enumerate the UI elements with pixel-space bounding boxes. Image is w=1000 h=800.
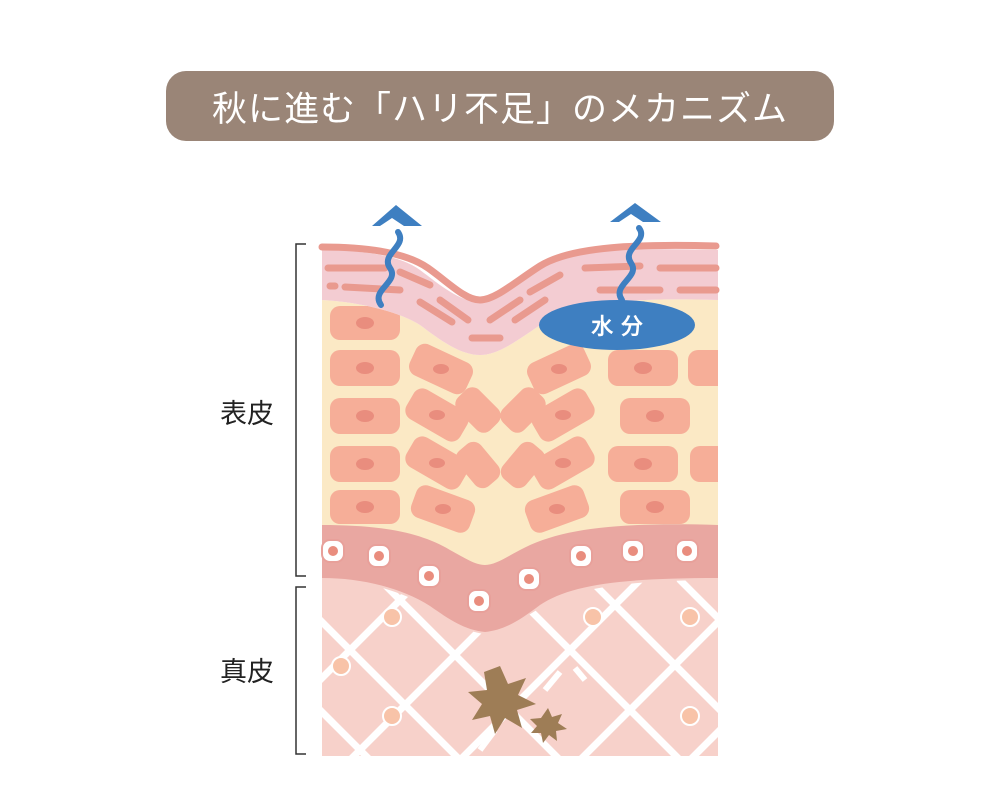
epidermis-layer bbox=[322, 299, 718, 565]
moisture-label: 水 分 bbox=[591, 315, 643, 340]
dermis-layer bbox=[322, 560, 718, 756]
broken-collagen-fibers bbox=[477, 666, 588, 752]
title-banner: 秋に進む「ハリ不足」のメカニズム bbox=[166, 71, 834, 141]
dermis-bracket bbox=[295, 586, 306, 755]
moisture-evaporation-arrow-2 bbox=[610, 203, 661, 303]
collagen-fibers bbox=[322, 578, 718, 756]
fibroblast-cells bbox=[331, 607, 700, 726]
collagen-damage-icon bbox=[468, 666, 536, 734]
page-title: 秋に進む「ハリ不足」のメカニズム bbox=[211, 89, 788, 130]
epidermis-bracket bbox=[295, 243, 306, 577]
dermis-label: 真皮 bbox=[220, 657, 274, 688]
stratum-corneum bbox=[318, 241, 720, 355]
epidermal-cell-nuclei bbox=[356, 317, 664, 514]
collagen-damage-icon-small bbox=[530, 708, 567, 743]
basal-cell-nuclei bbox=[328, 546, 692, 606]
moisture-ellipse bbox=[539, 300, 695, 350]
moisture-evaporation-arrow bbox=[372, 205, 422, 308]
corneum-cells bbox=[324, 262, 720, 342]
epidermis-label: 表皮 bbox=[220, 399, 274, 430]
